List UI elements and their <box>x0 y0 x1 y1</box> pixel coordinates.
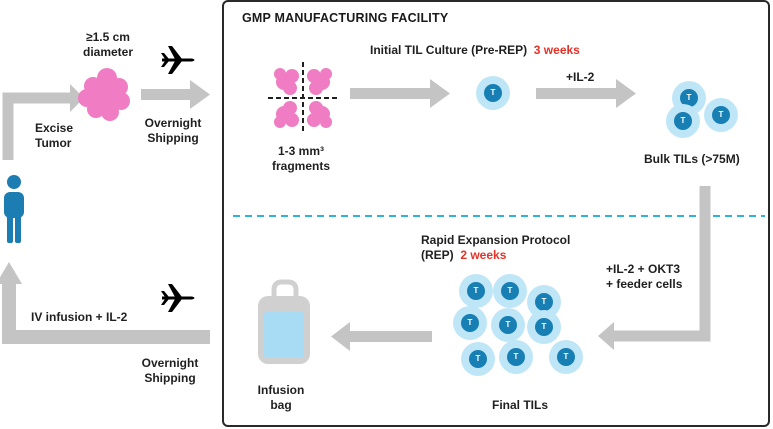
rep-arrow-head <box>598 322 614 350</box>
infusion-bag-icon <box>258 279 310 364</box>
bulk-tils-label: Bulk TILs (>75M) <box>644 152 740 166</box>
il2-label: +IL-2 <box>566 70 595 84</box>
tumor-icon <box>78 68 130 121</box>
t-cell-letter: T <box>513 352 519 361</box>
overnight-shipping-label-top: Overnight Shipping <box>144 116 202 145</box>
tumor-fragments-icon <box>268 62 338 134</box>
patient-icon <box>4 175 24 243</box>
facility-frame <box>222 0 770 427</box>
t-cell-letter: T <box>475 354 481 363</box>
t-cell-letter: T <box>490 88 496 97</box>
return-arrow-horizontal <box>16 330 210 344</box>
return-arrow-vertical <box>2 282 16 344</box>
okt3-feeder-label: +IL-2 + OKT3 + feeder cells <box>606 262 683 291</box>
rep-label: Rapid Expansion Protocol (REP) 2 weeks <box>421 233 571 262</box>
fragments-label: 1-3 mm³ fragments <box>271 144 330 173</box>
overnight-shipping-label-bottom: Overnight Shipping <box>141 356 199 385</box>
airplane-icon-bottom <box>161 284 195 312</box>
excise-tumor-label: Excise Tumor <box>35 121 74 150</box>
t-cell-letter: T <box>473 286 479 295</box>
t-cell-letter: T <box>680 116 686 125</box>
facility-title: GMP MANUFACTURING FACILITY <box>242 11 449 25</box>
shipping-arrow-top <box>141 89 193 100</box>
t-cell-letter: T <box>507 286 513 295</box>
bag-arrow-head <box>331 322 350 351</box>
infusion-bag-label: Infusion bag <box>257 383 305 412</box>
il2-arrow-head <box>616 79 636 108</box>
culture-arrow-head <box>430 79 450 108</box>
il2-arrow <box>536 88 618 99</box>
t-cell-letter: T <box>467 318 473 327</box>
initial-culture-label: Initial TIL Culture (Pre-REP) 3 weeks <box>370 43 580 57</box>
t-cell-letter: T <box>563 352 569 361</box>
airplane-icon <box>161 46 195 74</box>
tumor-size-label: ≥1.5 cm diameter <box>82 30 134 59</box>
excise-arrow-head <box>70 84 84 112</box>
bag-arrow <box>346 331 432 342</box>
t-cell-letter: T <box>541 322 547 331</box>
iv-infusion-label: IV infusion + IL-2 <box>31 310 128 324</box>
excise-arrow <box>2 92 72 160</box>
t-cell-letter: T <box>505 320 511 329</box>
shipping-arrow-top-head <box>190 80 210 109</box>
final-tils-label: Final TILs <box>492 398 549 412</box>
t-cell-letter: T <box>686 93 692 102</box>
rep-arrow <box>612 186 711 342</box>
t-cell-letter: T <box>541 297 547 306</box>
return-arrow-head <box>0 262 22 284</box>
culture-arrow <box>350 88 432 99</box>
t-cell-letter: T <box>718 110 724 119</box>
